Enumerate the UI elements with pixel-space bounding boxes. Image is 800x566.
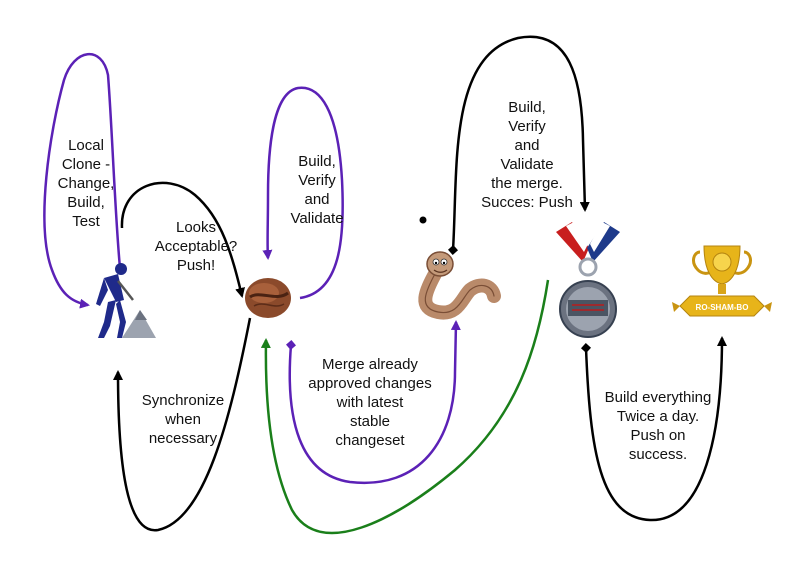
dot-marker (419, 216, 427, 224)
trophy-icon: RO-SHAM-BO (672, 245, 772, 317)
medal-icon (556, 222, 620, 338)
worm-icon (418, 251, 501, 320)
label-line: Clone - (61, 156, 111, 173)
build-everything-loop (581, 336, 727, 522)
label-line: Looks (175, 219, 217, 236)
label-line: Merge already (322, 356, 418, 373)
label-line: Synchronize (141, 392, 225, 409)
label-line: and (514, 137, 540, 154)
label-line: with latest (336, 394, 404, 411)
label-line: the merge. (491, 175, 563, 192)
label-line: approved changes (308, 375, 432, 392)
green-return-loop (260, 279, 550, 535)
label-line: Validate (290, 210, 344, 227)
label-line: Build everything (604, 389, 712, 406)
merge-validate-loop (448, 35, 590, 255)
synchronize-label: Synchronize when necessary (128, 391, 238, 448)
coffee-bean-icon (245, 278, 291, 318)
label-line: Build, (508, 99, 546, 116)
label-line: changeset (335, 432, 405, 449)
merge-loop (286, 320, 461, 485)
label-line: when (165, 411, 201, 428)
label-line: Succes: Push (481, 194, 573, 211)
local-clone-loop (43, 53, 122, 309)
label-line: stable (349, 413, 391, 430)
construction-worker-icon (96, 263, 156, 338)
validate-loop (262, 86, 344, 300)
trophy-banner-text: RO-SHAM-BO (696, 303, 749, 312)
label-line: Push! (176, 257, 216, 274)
label-line: Change, (57, 175, 115, 192)
label-line: and (304, 191, 330, 208)
label-line: Verify (298, 172, 336, 189)
synchronize-loop (113, 317, 252, 532)
label-line: Build, (67, 194, 105, 211)
label-line: Twice a day. (616, 408, 700, 425)
label-line: Build, (298, 153, 336, 170)
label-line: Acceptable? (154, 238, 238, 255)
label-line: Verify (508, 118, 546, 135)
label-line: necessary (148, 430, 218, 447)
label-line: Push on (630, 427, 686, 444)
label-line: success. (628, 446, 688, 463)
label-line: Local (68, 137, 104, 154)
label-line: Test (72, 213, 100, 230)
label-line: Validate (500, 156, 554, 173)
push-arrow (120, 181, 245, 298)
merge-approved-label: Merge already approved changes with latest… (290, 355, 450, 450)
